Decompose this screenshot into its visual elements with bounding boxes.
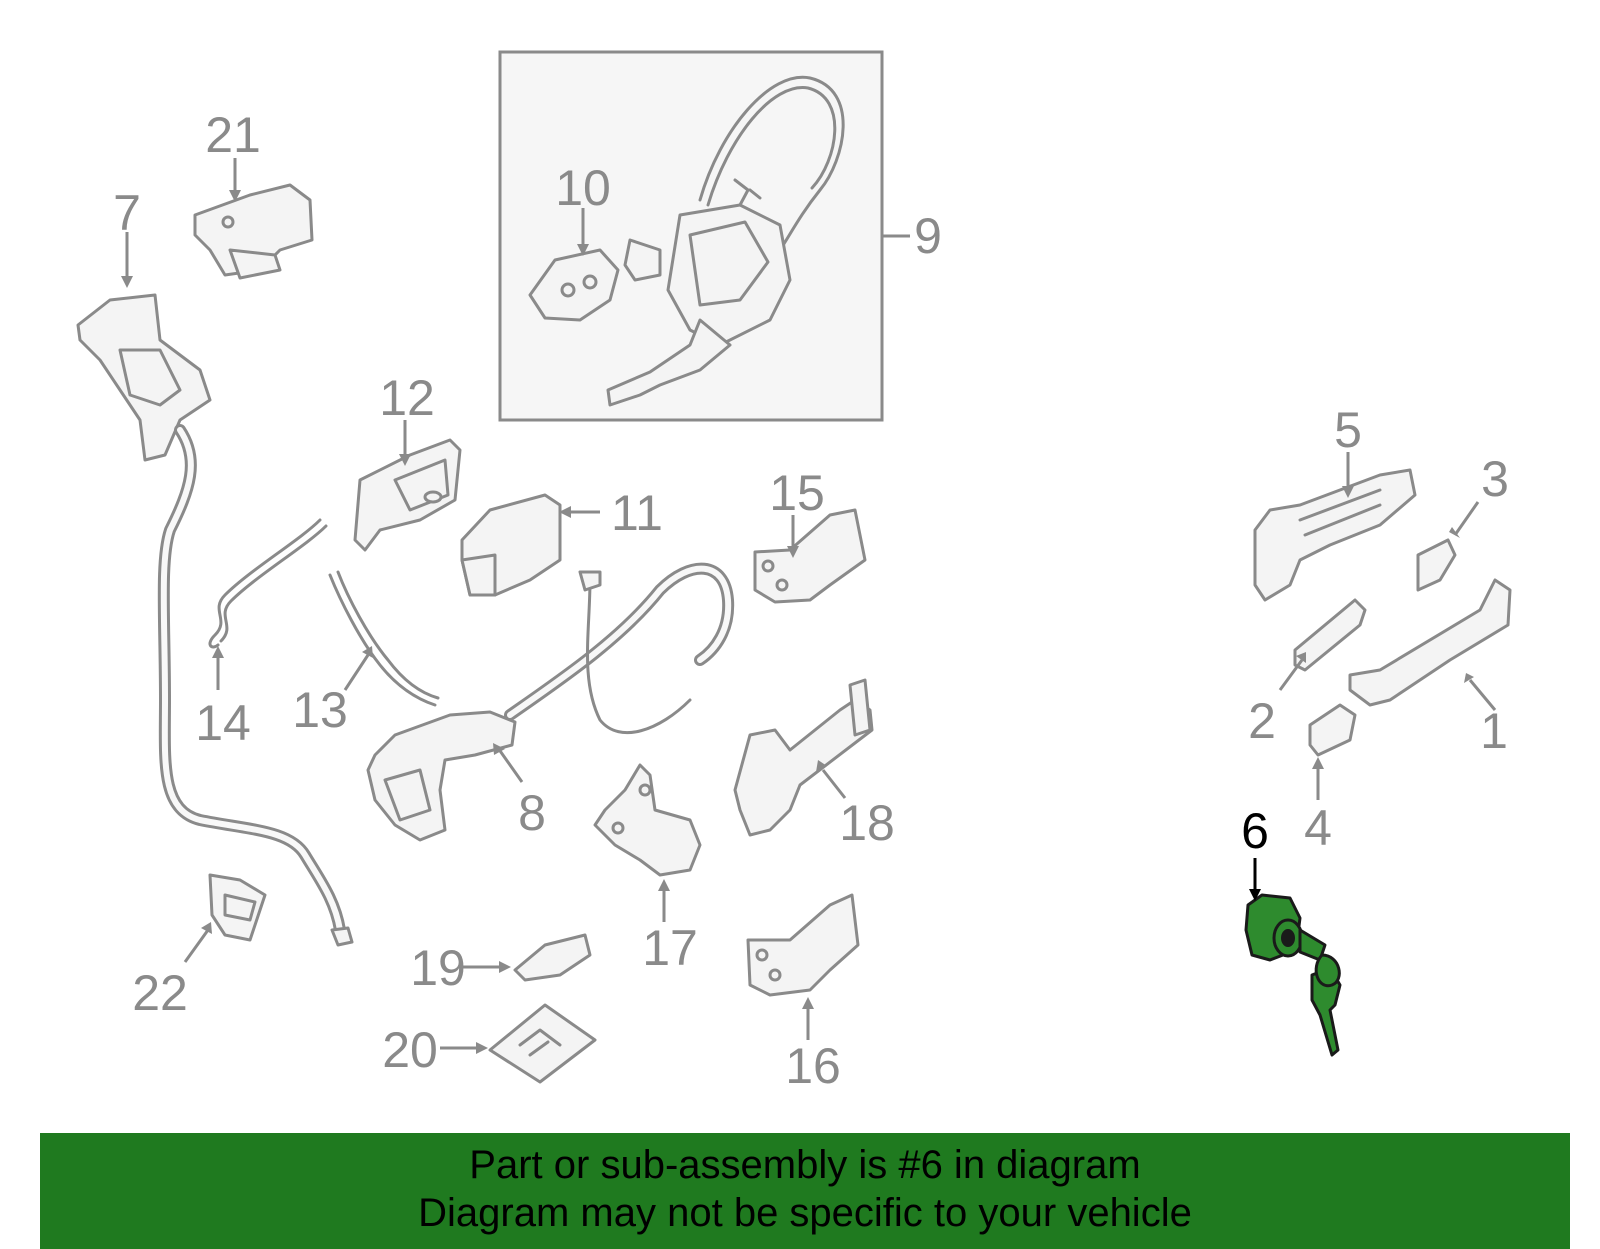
banner-line-disclaimer: Diagram may not be specific to your vehi… [418, 1191, 1192, 1235]
callout-2: 2 [1248, 693, 1276, 749]
callout-16: 16 [785, 1038, 841, 1094]
part-20-sheet[interactable] [440, 1003, 597, 1084]
callout-14: 14 [195, 695, 251, 751]
part-17-bracket[interactable] [593, 763, 702, 922]
part-12-inside-handle[interactable] [353, 420, 462, 552]
callout-8: 8 [518, 785, 546, 841]
callout-6: 6 [1241, 803, 1269, 859]
part-2-gasket[interactable] [1278, 598, 1367, 691]
part-6-lock-cylinder[interactable] [1244, 858, 1342, 1057]
info-banner: Part or sub-assembly is #6 in diagram Di… [40, 1133, 1570, 1249]
callout-1: 1 [1480, 703, 1508, 759]
part-9-lock-actuator[interactable] [606, 75, 845, 407]
part-14-rod[interactable] [208, 518, 328, 690]
callout-5: 5 [1334, 402, 1362, 458]
callout-21: 21 [205, 107, 261, 163]
callout-12: 12 [379, 370, 435, 426]
part-13-rod[interactable] [328, 570, 440, 707]
part-21-hinge[interactable] [193, 158, 314, 280]
callout-4: 4 [1304, 800, 1332, 856]
part-7-door-check-cable[interactable] [76, 232, 354, 947]
callout-22: 22 [132, 965, 188, 1021]
callout-15: 15 [769, 465, 825, 521]
callout-20: 20 [382, 1022, 438, 1078]
part-4-cap[interactable] [1308, 703, 1357, 800]
callout-11: 11 [611, 485, 663, 541]
callout-19: 19 [410, 940, 466, 996]
part-22-bracket[interactable] [183, 873, 267, 963]
banner-line-part: Part or sub-assembly is #6 in diagram [469, 1143, 1141, 1187]
part-10-lock-cover[interactable] [528, 208, 620, 322]
part-1-outside-handle[interactable] [1348, 578, 1512, 711]
callout-7: 7 [113, 185, 141, 241]
callout-3: 3 [1481, 451, 1509, 507]
part-19-pad[interactable] [462, 933, 592, 982]
part-8-lock-actuator[interactable] [366, 562, 735, 842]
part-3-cap[interactable] [1416, 501, 1480, 592]
part-11-switch[interactable] [460, 493, 600, 597]
part-15-hinge[interactable] [753, 508, 867, 604]
callout-10: 10 [555, 160, 611, 216]
part-16-hinge[interactable] [746, 893, 860, 1040]
callout-17: 17 [642, 920, 698, 976]
part-5-handle-frame[interactable] [1253, 452, 1417, 602]
part-18-door-check[interactable] [733, 678, 874, 837]
callout-18: 18 [839, 795, 895, 851]
callout-9: 9 [914, 208, 942, 264]
callout-13: 13 [292, 682, 348, 738]
